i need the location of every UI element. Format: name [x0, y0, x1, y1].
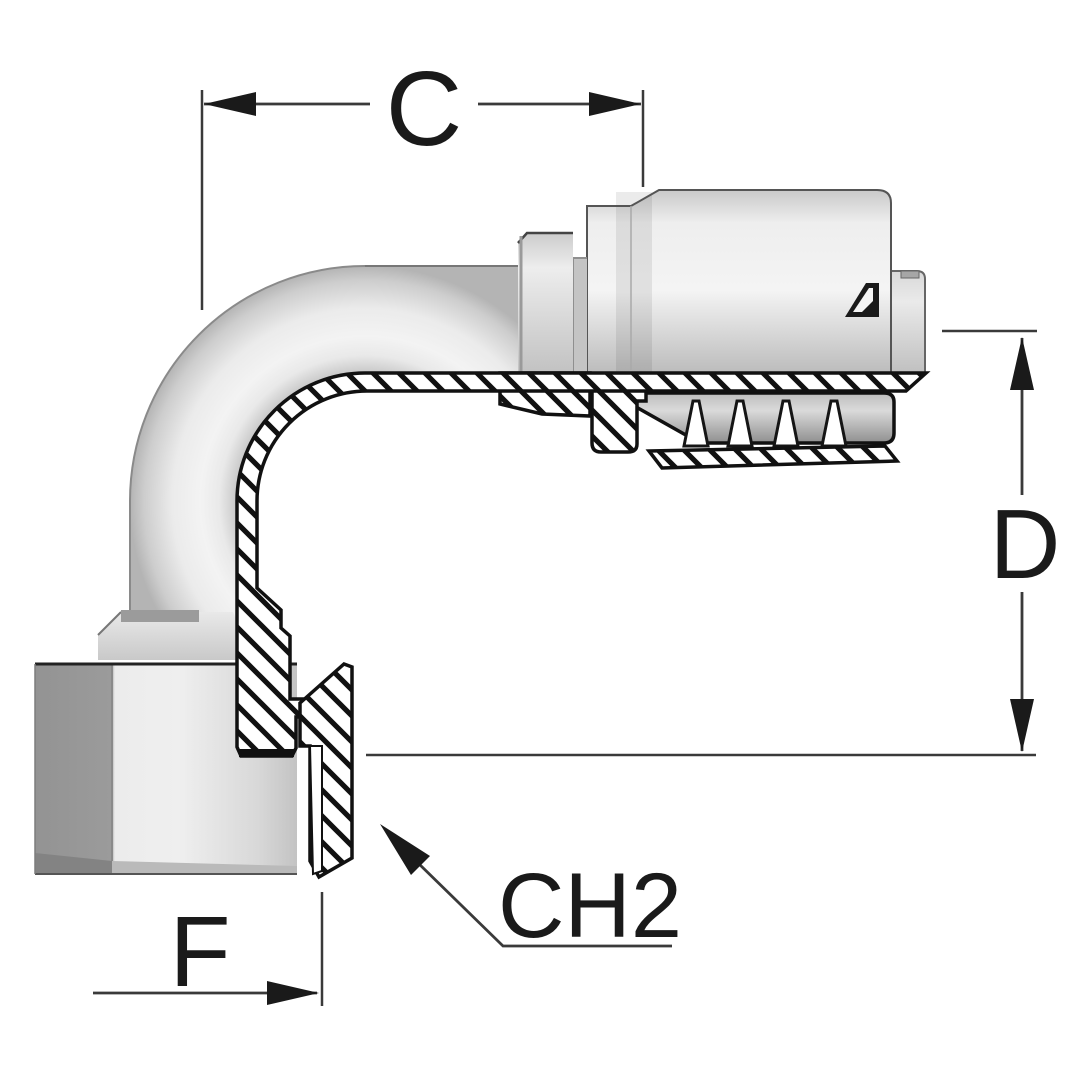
- ferrule-grip-teeth: [617, 391, 896, 445]
- fitting-body: [34, 189, 926, 875]
- grip-teeth-notches: [682, 399, 848, 448]
- leader-ch2: CH2: [380, 824, 682, 957]
- arrowhead-right-icon: [267, 981, 319, 1005]
- arrowhead-right-icon: [589, 92, 641, 116]
- ferrule-socket: [586, 189, 892, 372]
- hose-tail-pipe: [892, 270, 926, 373]
- arrowhead-left-icon: [204, 92, 256, 116]
- insert-sleeve-section: [298, 661, 354, 880]
- dimension-d: D: [366, 329, 1061, 757]
- dimension-c: C: [200, 50, 645, 310]
- cross-section-parts: [235, 371, 931, 880]
- collar-ring: [365, 231, 587, 373]
- arrowhead-leader-icon: [380, 824, 430, 875]
- ferrule-collar-section: [590, 387, 648, 454]
- arrowhead-up-icon: [1010, 337, 1034, 390]
- elbow-outer-edge: [129, 265, 518, 612]
- insert-sleeve-face: [308, 745, 323, 876]
- arrowhead-down-icon: [1010, 699, 1034, 752]
- elbow-tube: [129, 265, 521, 623]
- dimension-d-label: D: [990, 489, 1061, 599]
- leg-chamfer-ring: [97, 610, 237, 660]
- manufacturer-logo-icon: [845, 283, 879, 317]
- dimension-c-label: C: [386, 50, 463, 168]
- ferrule-shell-section: [645, 444, 901, 470]
- dimension-f-label: F: [169, 896, 230, 1008]
- leader-ch2-label: CH2: [498, 855, 682, 957]
- dimension-f: F: [93, 892, 324, 1008]
